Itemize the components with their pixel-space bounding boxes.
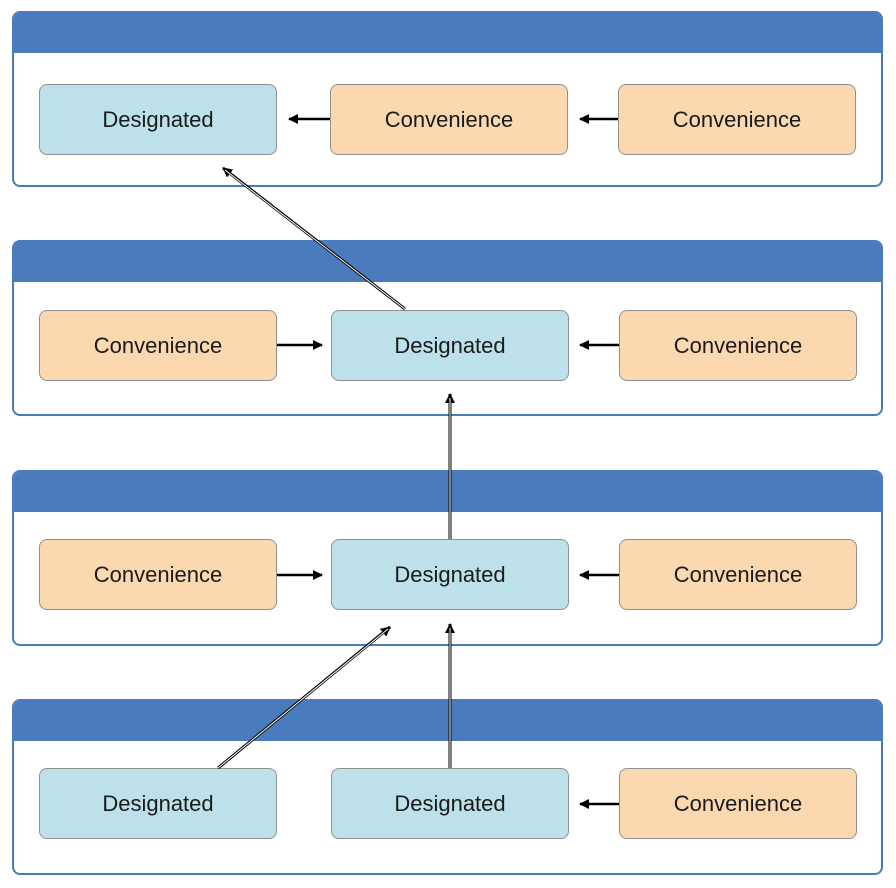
designated-initializer-node: Designated xyxy=(331,768,569,839)
convenience-initializer-node: Convenience xyxy=(619,539,857,610)
designated-initializer-node: Designated xyxy=(331,539,569,610)
convenience-initializer-node: Convenience xyxy=(330,84,568,155)
class-panel-header xyxy=(14,472,881,512)
convenience-initializer-node: Convenience xyxy=(39,310,277,381)
designated-initializer-node: Designated xyxy=(331,310,569,381)
convenience-initializer-node: Convenience xyxy=(39,539,277,610)
designated-initializer-node: Designated xyxy=(39,768,277,839)
convenience-initializer-node: Convenience xyxy=(618,84,856,155)
class-panel-header xyxy=(14,701,881,741)
class-panel-header xyxy=(14,13,881,53)
convenience-initializer-node: Convenience xyxy=(619,768,857,839)
class-panel-header xyxy=(14,242,881,282)
convenience-initializer-node: Convenience xyxy=(619,310,857,381)
designated-initializer-node: Designated xyxy=(39,84,277,155)
